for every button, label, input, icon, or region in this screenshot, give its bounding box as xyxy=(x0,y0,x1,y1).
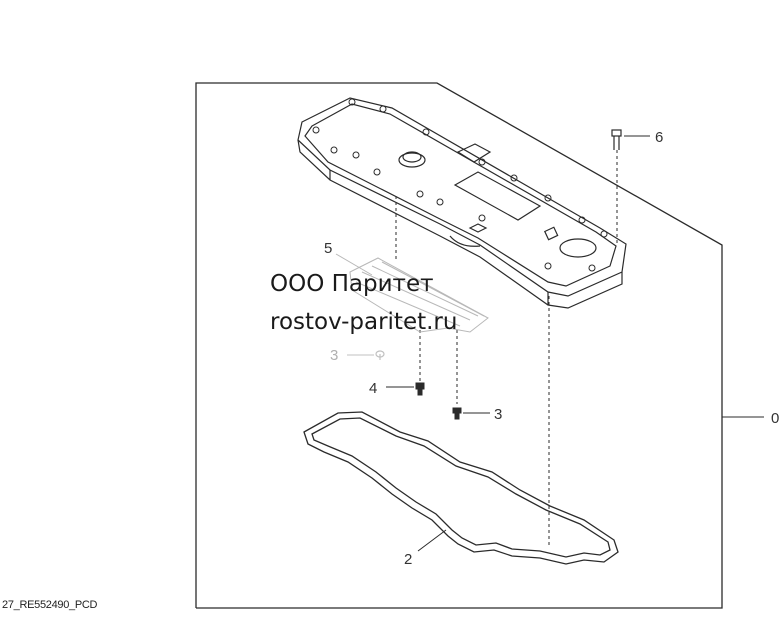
callout-item-3-faint: 3 xyxy=(330,347,338,364)
baffle-plate-item-5 xyxy=(349,257,489,333)
screw-item-4 xyxy=(415,382,425,396)
drawing-code: 27_RE552490_PCD xyxy=(2,599,98,611)
callout-item-5: 5 xyxy=(324,240,332,257)
screw-item-3 xyxy=(452,407,462,420)
leader-item-5 xyxy=(335,253,373,276)
bolt-item-6 xyxy=(611,129,622,150)
gasket-item-2 xyxy=(303,411,619,565)
cover-bolt-holes xyxy=(312,98,608,272)
callout-item-2: 2 xyxy=(404,551,412,568)
callout-item-3: 3 xyxy=(494,406,502,423)
leader-item-2 xyxy=(417,529,447,552)
assembly-frame xyxy=(195,82,723,609)
callout-item-6: 6 xyxy=(655,129,663,146)
watermark-company: ООО Паритет xyxy=(270,271,434,297)
callout-assembly: 0 xyxy=(771,410,779,427)
screw-item-3-faint xyxy=(375,350,385,360)
callout-item-4: 4 xyxy=(369,380,377,397)
watermark-website: rostov-paritet.ru xyxy=(270,309,458,335)
valve-cover xyxy=(297,97,627,309)
